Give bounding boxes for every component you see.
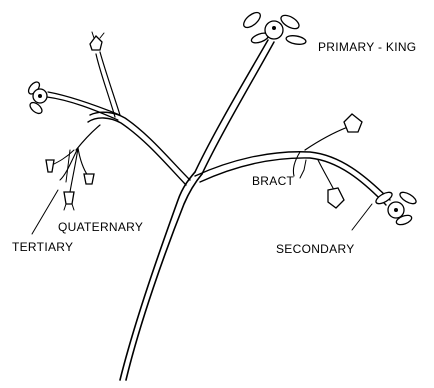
quaternary-flowers bbox=[46, 160, 94, 210]
secondary-flower-mid bbox=[328, 188, 344, 208]
main-stem bbox=[120, 40, 274, 380]
label-secondary: SECONDARY bbox=[276, 242, 355, 256]
secondary-flower-main bbox=[374, 190, 418, 226]
label-quaternary: QUATERNARY bbox=[58, 220, 143, 234]
label-tertiary: TERTIARY bbox=[12, 240, 73, 254]
secondary-flower-top bbox=[344, 114, 362, 132]
left-flower-top bbox=[90, 32, 104, 50]
label-bract: BRACT bbox=[252, 174, 294, 188]
right-branch bbox=[195, 127, 390, 205]
left-branch bbox=[47, 52, 190, 192]
label-primary-king: PRIMARY - KING bbox=[318, 40, 416, 54]
primary-flower bbox=[241, 10, 306, 46]
left-flower-side bbox=[26, 80, 47, 115]
